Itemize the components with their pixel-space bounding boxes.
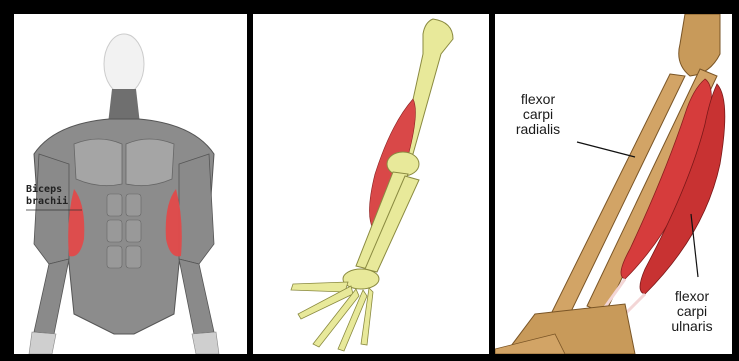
label-flexor-carpi-radialis: flexor carpi radialis (497, 92, 579, 137)
label-biceps-brachii: Biceps brachii (26, 184, 68, 208)
label-line: flexor (521, 91, 555, 107)
label-flexor-carpi-ulnaris: flexor carpi ulnaris (655, 289, 729, 334)
label-line: flexor (675, 288, 709, 304)
label-line: Biceps (26, 184, 62, 195)
label-line: ulnaris (671, 318, 712, 334)
forearm-panel: flexor carpi radialis flexor carpi ulnar… (495, 14, 732, 354)
arm-bones-figure (253, 14, 489, 354)
arm-bones-panel (253, 14, 489, 354)
torso-panel: Biceps brachii (14, 14, 247, 354)
label-line: carpi (523, 106, 553, 122)
label-line: radialis (516, 121, 560, 137)
label-line: brachii (26, 196, 68, 207)
label-line: carpi (677, 303, 707, 319)
